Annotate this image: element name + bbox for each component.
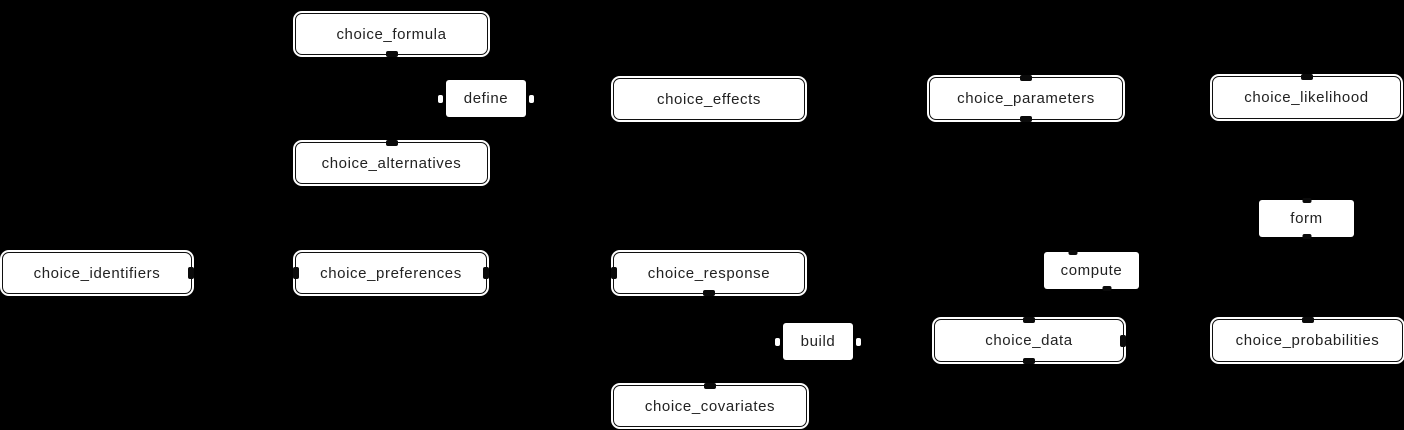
edge-stub [1301,317,1314,323]
edge-stub [1020,116,1032,122]
edge-stub [1120,334,1126,347]
node-label: choice_identifiers [33,264,161,282]
node-choice-formula: choice_formula [295,13,488,57]
edge-label-compute: compute [1044,250,1139,291]
node-label: choice_likelihood [1244,89,1369,106]
edge-stub [775,337,780,346]
edge-stub [1302,234,1311,239]
edge-stub [1023,317,1035,323]
edge-stub [188,267,194,279]
edge-stub [703,290,715,296]
node-choice-parameters: choice_parameters [929,75,1123,122]
edge-label-form: form [1259,198,1354,239]
edge-stub [1023,358,1035,364]
node-choice-effects: choice_effects [613,78,805,120]
edge-stub [856,337,861,346]
node-label: choice_probabilities [1235,332,1380,349]
edge-stub [529,94,534,103]
edge-label-text: form [1290,210,1323,227]
node-label: choice_response [647,264,771,282]
node-label: choice_effects [656,90,762,108]
node-label: choice_formula [336,25,447,43]
node-choice-response: choice_response [611,252,805,296]
edge-stub [293,267,299,279]
edge-stub [1020,75,1032,81]
edge-stub [611,267,617,279]
node-choice-identifiers: choice_identifiers [2,252,194,294]
edge-label-build: build [775,323,861,360]
node-choice-covariates: choice_covariates [613,383,807,427]
node-choice-likelihood: choice_likelihood [1212,74,1401,119]
node-choice-alternatives: choice_alternatives [295,140,488,184]
edge-stub [385,140,398,146]
edge-label-define: define [438,80,534,117]
edge-stub [1068,250,1078,255]
node-label: choice_parameters [957,90,1095,107]
node-choice-preferences: choice_preferences [293,252,489,294]
edge-stub [1300,74,1313,80]
node-choice-data: choice_data [934,317,1126,364]
node-label: choice_alternatives [321,154,462,172]
edge-stub [438,94,443,103]
node-choice-probabilities: choice_probabilities [1212,317,1403,362]
edge-label-text: define [463,90,509,107]
edge-stub [385,51,398,57]
node-label: choice_covariates [644,397,776,415]
edge-label-text: compute [1060,262,1123,279]
edge-stub [1302,198,1311,203]
edge-stub [483,267,489,279]
node-label: choice_preferences [320,264,462,282]
edge-stub [1102,286,1112,291]
edge-stub [704,383,716,389]
node-label: choice_data [985,332,1073,349]
edge-label-text: build [800,333,836,350]
